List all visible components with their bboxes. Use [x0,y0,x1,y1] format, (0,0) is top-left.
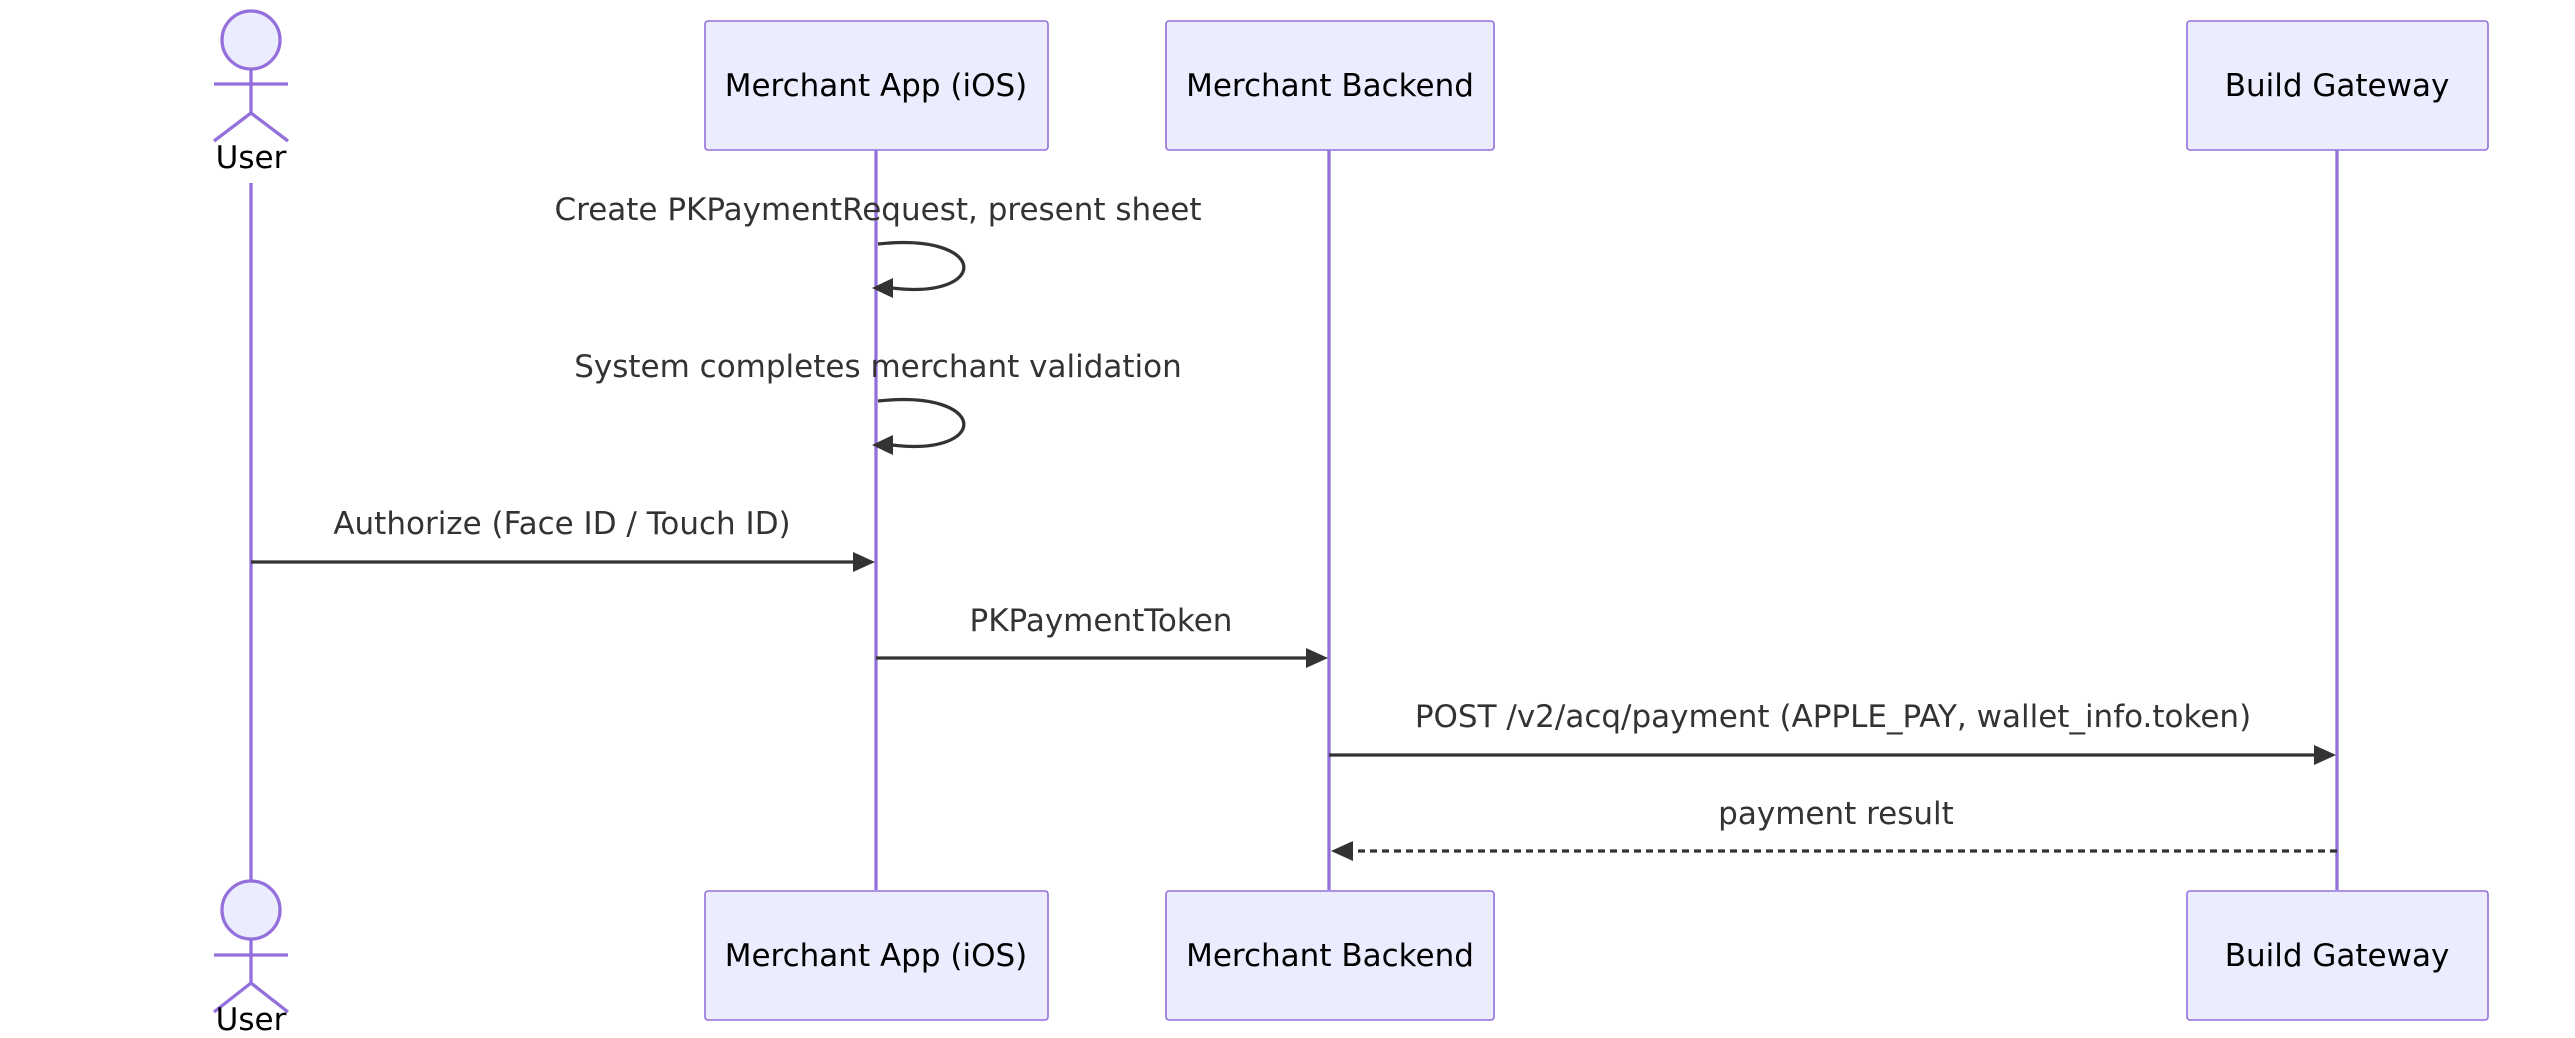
message-payment-token: PKPaymentToken [876,603,1328,668]
participant-build-gateway-bottom: Build Gateway [2186,890,2489,1021]
message-label: payment result [1718,796,1954,832]
message-label: POST /v2/acq/payment (APPLE_PAY, wallet_… [1415,699,2251,735]
arrowhead-icon [2314,745,2336,765]
participant-merchant-app-bottom: Merchant App (iOS) [704,890,1049,1021]
participant-merchant-app-top: Merchant App (iOS) [704,20,1049,151]
participant-label-merchant-backend-top: Merchant Backend [1186,68,1474,104]
participant-merchant-backend-bottom: Merchant Backend [1165,890,1495,1021]
message-merchant-validation: System completes merchant validation [574,349,1182,455]
message-post-payment: POST /v2/acq/payment (APPLE_PAY, wallet_… [1329,699,2336,765]
participant-label-merchant-app-top: Merchant App (iOS) [725,68,1028,104]
arrowhead-icon [1306,648,1328,668]
arrowhead-icon [1331,841,1353,861]
arrowhead-icon [872,435,893,455]
message-authorize: Authorize (Face ID / Touch ID) [251,506,875,572]
message-payment-result: payment result [1331,796,2337,861]
message-create-payment-request: Create PKPaymentRequest, present sheet [554,192,1202,298]
actor-user-bottom: User [212,879,290,1038]
participant-merchant-backend-top: Merchant Backend [1165,20,1495,151]
message-label: System completes merchant validation [574,349,1182,385]
actor-user-top: User [213,9,289,176]
arrowhead-icon [853,552,875,572]
participant-label-merchant-backend-bottom: Merchant Backend [1186,938,1474,974]
participant-label-build-gateway-top: Build Gateway [2225,68,2450,104]
user-icon [220,9,282,71]
user-icon [220,879,282,941]
message-label: Authorize (Face ID / Touch ID) [333,506,790,542]
message-label: PKPaymentToken [970,603,1233,639]
participant-label-merchant-app-bottom: Merchant App (iOS) [725,938,1028,974]
actor-label-user-bottom: User [216,1002,287,1038]
actor-label-user-top: User [216,140,287,176]
message-label: Create PKPaymentRequest, present sheet [554,192,1201,228]
participant-label-build-gateway-bottom: Build Gateway [2225,938,2450,974]
participant-build-gateway-top: Build Gateway [2186,20,2489,151]
arrowhead-icon [872,278,893,298]
